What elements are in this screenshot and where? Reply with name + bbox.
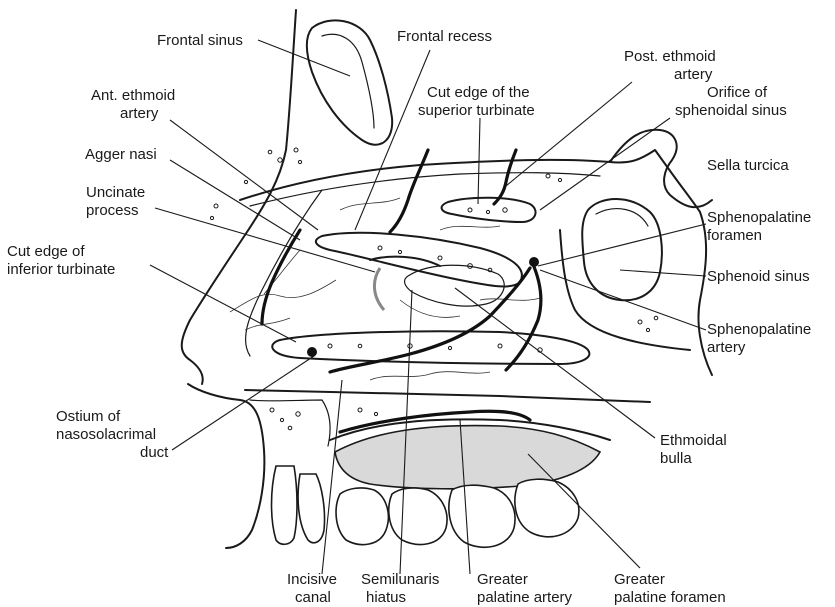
label-post-ethmoid-artery: Post. ethmoid [624,48,716,65]
label-orifice-sphenoidal-sinus: Orifice of [707,84,768,101]
label-ostium-nasolacrimal-duct: Ostium of [56,408,121,425]
label-semilunaris-hiatus: hiatus [366,589,406,606]
label-frontal-recess: Frontal recess [397,28,492,45]
arteries [262,150,541,457]
sphenoid-sinus-shape [582,199,662,300]
label-greater-palatine-foramen: Greater [614,571,665,588]
ant-ethmoid-artery-vessel [390,150,428,232]
label-sphenopalatine-artery: artery [707,339,746,356]
label-sella-turcica: Sella turcica [707,157,789,174]
leader-ostium [172,356,314,450]
label-ostium-nasolacrimal-duct: duct [140,444,169,461]
label-cut-edge-inferior-turbinate: Cut edge of [7,243,85,260]
label-greater-palatine-artery: palatine artery [477,589,573,606]
sphenopalatine-foramen-dot [529,257,539,267]
label-ant-ethmoid-artery: Ant. ethmoid [91,87,175,104]
label-ethmoidal-bulla: bulla [660,450,692,467]
label-greater-palatine-artery: Greater [477,571,528,588]
leader-incisive-canal [322,380,342,574]
label-cut-edge-superior-turbinate: Cut edge of the [427,84,530,101]
label-sphenoid-sinus: Sphenoid sinus [707,268,810,285]
nasal-profile-outline [182,10,296,384]
label-sphenopalatine-artery: Sphenopalatine [707,321,811,338]
premolar-1 [336,488,388,545]
palate-shaded [335,426,600,489]
label-frontal-sinus: Frontal sinus [157,32,243,49]
label-sphenopalatine-foramen: foramen [707,227,762,244]
label-agger-nasi: Agger nasi [85,146,157,163]
label-sphenopalatine-foramen: Sphenopalatine [707,209,811,226]
label-ostium-nasolacrimal-duct: nasosolacrimal [56,426,156,443]
sella-turcica-contour [610,130,712,207]
leader-orifice-sphenoidal [540,118,670,210]
label-incisive-canal: canal [295,589,331,606]
post-ethmoid-artery-vessel [494,150,516,204]
incisor-tooth [272,466,298,544]
frontal-sinus-shape [307,20,392,144]
label-uncinate-process: process [86,202,139,219]
leader-ant-ethmoid [170,120,318,230]
canine-tooth [298,474,324,543]
label-incisive-canal: Incisive [287,571,337,588]
label-greater-palatine-foramen: palatine foramen [614,589,726,606]
label-ant-ethmoid-artery: artery [120,105,159,122]
molar-2 [515,479,579,537]
maxilla-bone [250,400,330,446]
label-semilunaris-hiatus: Semilunaris [361,571,439,588]
label-cut-edge-inferior-turbinate: inferior turbinate [7,261,115,278]
label-uncinate-process: Uncinate [86,184,145,201]
label-cut-edge-superior-turbinate: superior turbinate [418,102,535,119]
molar-1 [449,485,515,547]
superior-turbinate [442,198,536,222]
semilunar-shadow [374,268,384,310]
label-post-ethmoid-artery: artery [674,66,713,83]
premolar-2 [389,488,447,545]
label-ethmoidal-bulla: Ethmoidal [660,432,727,449]
upper-lip [188,384,264,548]
nasolacrimal-ostium-dot [307,347,317,357]
label-orifice-sphenoidal-sinus: sphenoidal sinus [675,102,787,119]
